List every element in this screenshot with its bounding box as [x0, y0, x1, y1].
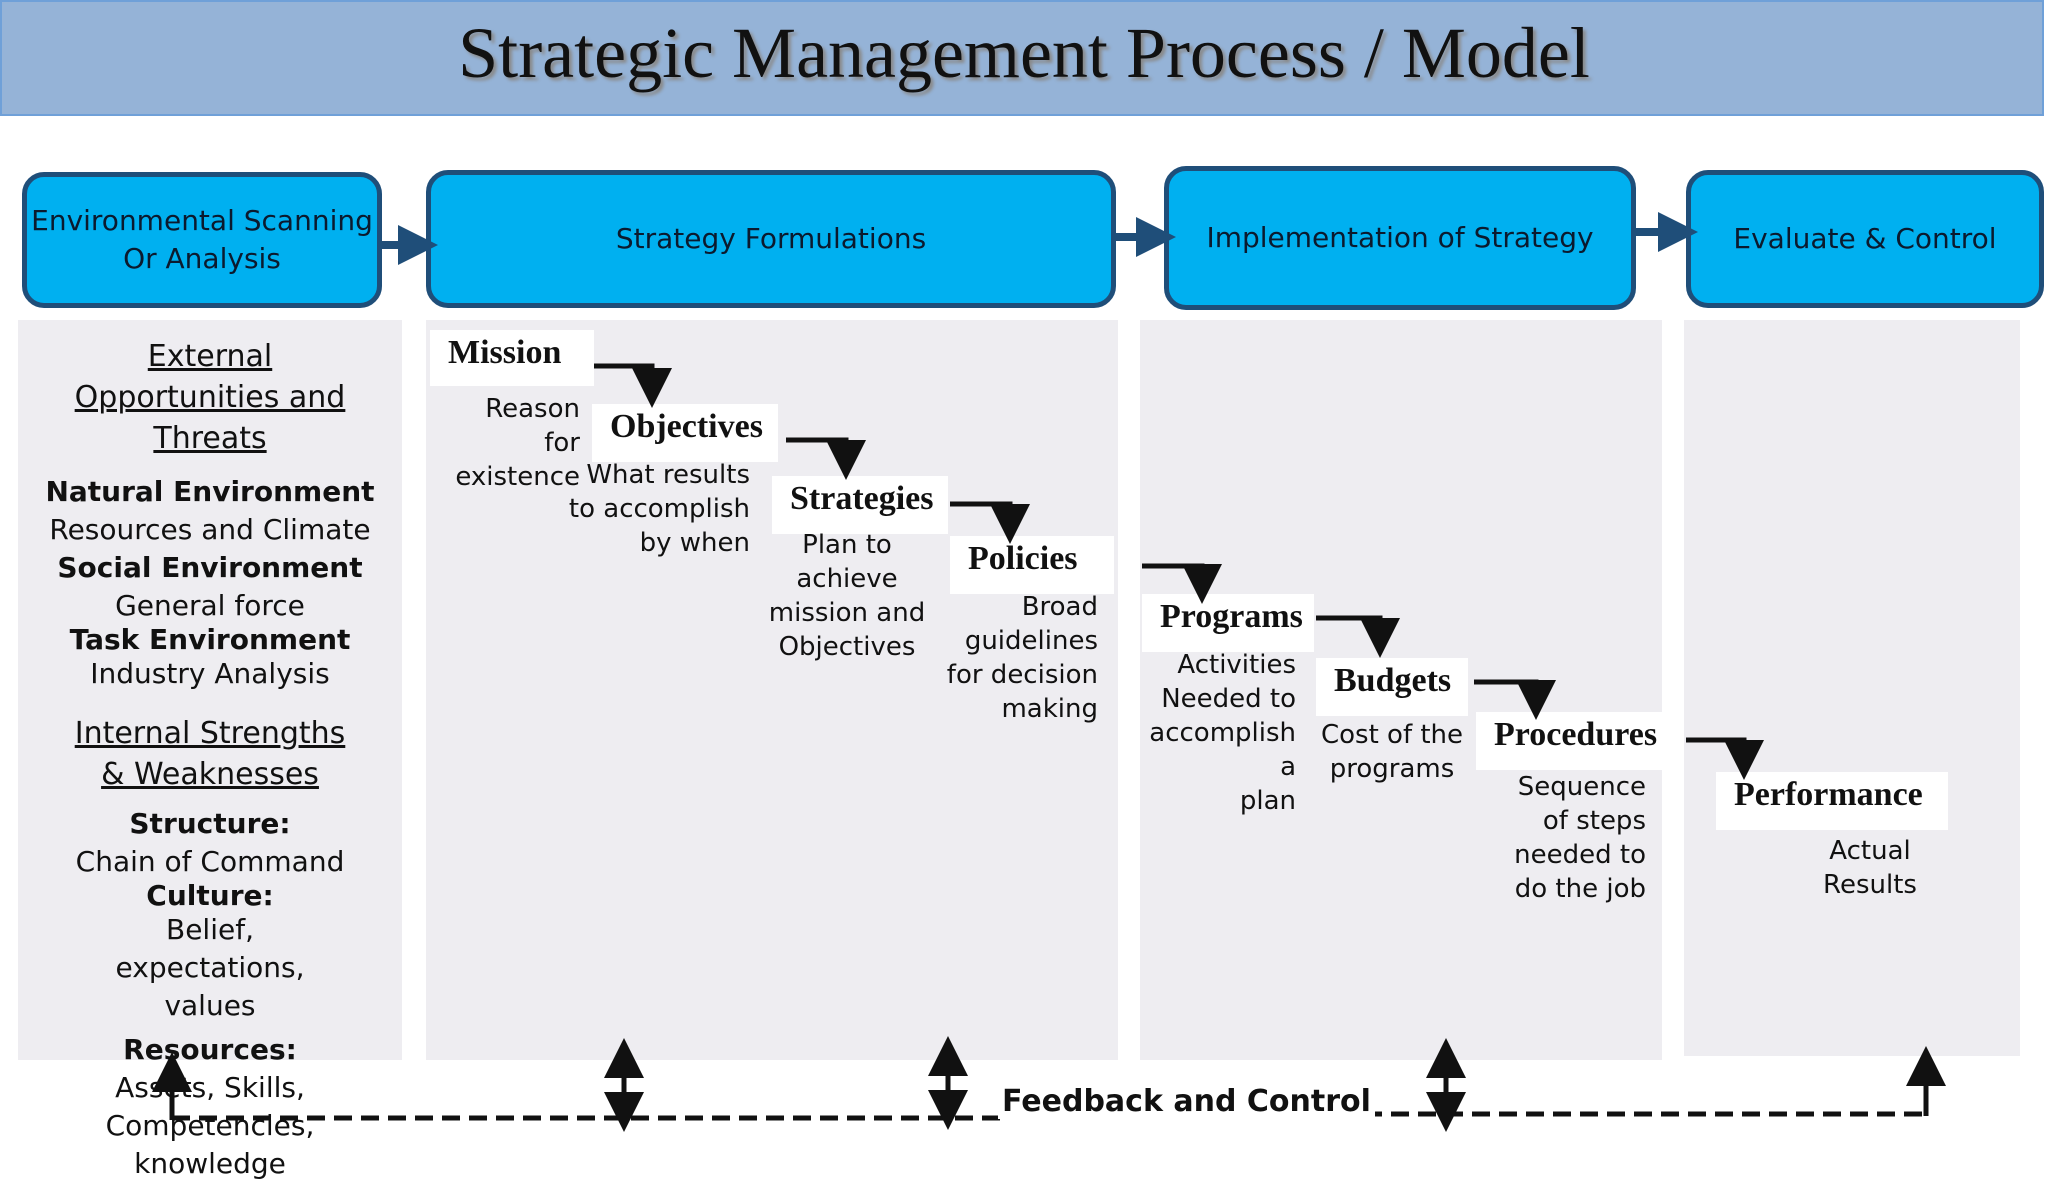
feedback-loop [152, 1036, 1946, 1132]
culture-label: Culture: [146, 879, 274, 912]
external-heading: External Opportunities and Threats [74, 339, 346, 456]
stage-arrows [382, 212, 1698, 265]
step-strategies: Strategies [772, 476, 948, 534]
task-env-label: Task Environment [69, 623, 351, 656]
stage-implementation: Implementation of Strategy [1164, 166, 1636, 310]
step-mission: Mission [430, 330, 594, 386]
title-bar [0, 0, 2044, 116]
step-programs-desc: Activities Needed to accomplish a plan [1149, 650, 1296, 816]
culture-desc: Belief, expectations, values [115, 913, 305, 1022]
panel-evaluation [1684, 320, 2020, 1056]
step-performance-desc: Actual Results [1823, 836, 1917, 900]
stage-strategy-formulation: Strategy Formulations [426, 170, 1116, 308]
connectors [152, 212, 1946, 1132]
natural-env-desc: Resources and Climate [49, 513, 371, 546]
stage-environmental-scanning: Environmental Scanning Or Analysis [22, 172, 382, 308]
feedback-label: Feedback and Control [998, 1084, 1375, 1119]
social-env-desc: General force [115, 589, 305, 622]
social-env-label: Social Environment [57, 551, 363, 584]
task-env-desc: Industry Analysis [90, 657, 330, 690]
internal-heading: Internal Strengths & Weaknesses [74, 716, 346, 792]
structure-desc: Chain of Command [75, 845, 345, 878]
step-objectives: Objectives [592, 404, 778, 462]
panel-scanning [18, 320, 402, 1060]
step-policies: Policies [950, 536, 1114, 594]
structure-label: Structure: [129, 807, 291, 840]
step-objectives-desc: What results to accomplish by when [568, 460, 750, 558]
page-title: Strategic Management Process / Model [458, 13, 1590, 93]
step-arrows [594, 363, 1764, 780]
step-procedures: Procedures [1476, 712, 1666, 770]
step-strategies-desc: Plan to achieve mission and Objectives [768, 530, 926, 662]
natural-env-label: Natural Environment [45, 475, 375, 508]
step-mission-desc: Reason for existence [455, 394, 580, 492]
stage-evaluate-control: Evaluate & Control [1686, 170, 2044, 308]
step-performance: Performance [1716, 772, 1948, 830]
step-procedures-desc: Sequence of steps needed to do the job [1514, 772, 1646, 904]
step-programs: Programs [1142, 594, 1314, 652]
step-budgets-desc: Cost of the programs [1320, 720, 1464, 784]
step-budgets: Budgets [1316, 658, 1468, 716]
step-policies-desc: Broad guidelines for decision making [946, 592, 1098, 724]
